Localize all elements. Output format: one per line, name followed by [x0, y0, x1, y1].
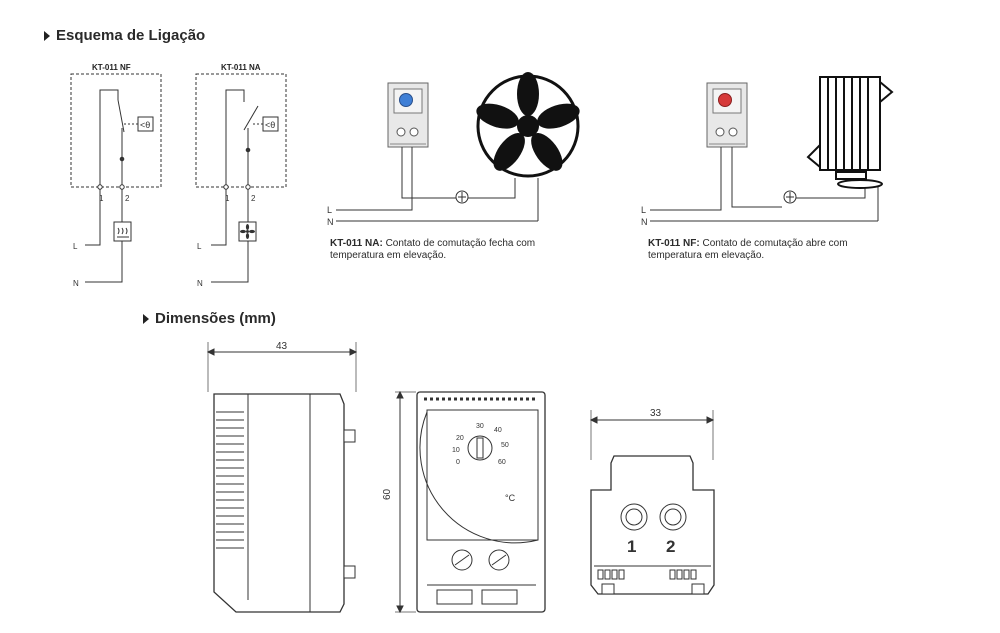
- heater-line-n: N: [641, 217, 648, 227]
- heater-wire-l-out: [650, 147, 722, 211]
- schematic-na-node: [245, 147, 251, 153]
- dial-label-50: 50: [501, 442, 509, 449]
- dimensions-title-text: Dimensões (mm): [155, 310, 276, 327]
- fan-line-n: N: [327, 217, 334, 227]
- thermostat-symbol-icon: <θ: [140, 120, 150, 130]
- dim-side-width-label: 43: [276, 341, 288, 352]
- thermostat-symbol-icon: <θ: [265, 120, 275, 130]
- dial-scale: 0 10 20 30 40 50 60: [452, 423, 509, 466]
- wiring-section-title: Esquema de Ligação: [44, 27, 205, 44]
- dim-bottom-width-label: 33: [650, 408, 662, 419]
- fan-line-l: L: [327, 205, 332, 215]
- schematic-nf-switch-blade: [117, 99, 125, 133]
- dial-label-40: 40: [494, 427, 502, 434]
- schematic-nf-wire-left: [99, 89, 119, 187]
- unit-symbol: °C: [505, 493, 516, 503]
- schematic-na-wire-left: [225, 89, 245, 187]
- dial-label-20: 20: [456, 435, 464, 442]
- schematic-nf-thermostat-box: [137, 116, 154, 132]
- schematic-na-n-wire: [211, 241, 249, 283]
- dim-front-height-label: 60: [382, 488, 393, 500]
- dial-label-60: 60: [498, 459, 506, 466]
- schematic-nf-terminal-1-dot: [97, 184, 103, 190]
- heater-caption-model: KT-011 NF:: [648, 238, 700, 249]
- fan-caption-model: KT-011 NA:: [330, 238, 383, 249]
- dimensions-section-title: Dimensões (mm): [143, 310, 276, 327]
- schematic-nf-line-n: N: [73, 279, 79, 288]
- schematic-na-terminal-1-dot: [223, 184, 229, 190]
- schematic-na-title: KT-011 NA: [221, 63, 261, 72]
- schematic-na-thermostat-box: [262, 116, 279, 132]
- vent-slots: [216, 411, 244, 549]
- bottom-terminal-1: 1: [627, 537, 636, 556]
- schematic-na-switch-blade: [243, 105, 259, 131]
- schematic-nf-line-l: L: [73, 242, 78, 251]
- fan-diagram-caption: KT-011 NA: Contato de comutação fecha co…: [330, 238, 580, 262]
- heater-line-l: L: [641, 205, 646, 215]
- schematic-na: KT-011 NA <θ 1 2 L N: [195, 63, 287, 288]
- schematic-na-terminal-2-dot: [245, 184, 251, 190]
- fan-wire-thermostat: [401, 147, 469, 199]
- schematic-nf-terminal-2-dot: [119, 184, 125, 190]
- heater-caption-text: Contato de comutação abre com temperatur…: [648, 238, 848, 261]
- red-dial-icon: [718, 93, 732, 107]
- wiring-title-text: Esquema de Ligação: [56, 27, 206, 44]
- side-view-drawing: 43: [206, 341, 358, 613]
- schematic-na-terminal-1: 1: [225, 194, 230, 203]
- schematic-nf-n-wire: [85, 241, 123, 283]
- heater-symbol-icon: [117, 227, 129, 238]
- schematic-na-terminal-2: 2: [251, 194, 256, 203]
- dial-label-10: 10: [452, 447, 460, 454]
- fan-icon: [476, 72, 580, 178]
- schematic-nf-title: KT-011 NF: [92, 63, 131, 72]
- front-view-drawing: 60 0 10 20 30 40 50 60 °C: [382, 390, 546, 614]
- dial-label-30: 30: [476, 423, 484, 430]
- schematic-na-l-wire: [211, 189, 227, 246]
- heater-icon: [806, 76, 894, 189]
- dial-label-0: 0: [456, 459, 460, 466]
- schematic-na-line-n: N: [197, 279, 203, 288]
- bottom-clips: [597, 569, 697, 580]
- bottom-terminal-2: 2: [666, 537, 675, 556]
- triangle-bullet-icon: [44, 31, 50, 42]
- schematic-nf-node: [119, 156, 125, 162]
- heater-wire-thermostat: [731, 147, 782, 208]
- fan-wiring-diagram: L N: [327, 72, 580, 227]
- fan-symbol-icon: [240, 224, 255, 239]
- schematic-nf-terminal-2: 2: [125, 194, 130, 203]
- schematic-nf-enclosure: [70, 73, 162, 188]
- schematic-nf-terminal-1: 1: [99, 194, 104, 203]
- schematic-nf: KT-011 NF <θ 1 2 L N: [70, 63, 162, 288]
- fan-caption-text: Contato de comutação fecha com temperatu…: [330, 238, 536, 261]
- schematic-na-enclosure: [195, 73, 287, 188]
- schematic-nf-l-wire: [85, 189, 101, 246]
- heater-diagram-caption: KT-011 NF: Contato de comutação abre com…: [648, 238, 898, 262]
- fan-wire-l-out: [336, 147, 413, 211]
- schematic-na-line-l: L: [197, 242, 202, 251]
- blue-dial-icon: [399, 93, 413, 107]
- triangle-bullet-icon: [143, 314, 149, 325]
- heater-wiring-diagram: L N: [641, 76, 894, 227]
- bottom-view-drawing: 33 1 2: [589, 408, 715, 595]
